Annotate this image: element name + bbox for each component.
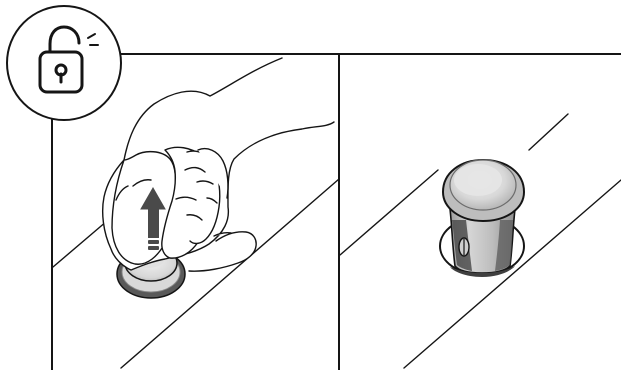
right-surface-lines <box>339 113 621 369</box>
unlock-icon <box>38 25 84 94</box>
unlock-ray-1 <box>87 33 96 39</box>
ring-finger <box>197 147 229 199</box>
arrow-bar-1 <box>148 240 159 244</box>
open-shackle <box>48 25 81 54</box>
base-ring-shadow <box>450 266 515 277</box>
unlock-ray-icon <box>87 33 99 46</box>
unlock-badge <box>6 5 122 121</box>
skin-detail-1 <box>115 185 129 201</box>
extended-knob-scene <box>439 158 526 277</box>
knob-top-highlight-right <box>454 164 502 196</box>
arrow-shaft <box>148 205 159 239</box>
arrow-gap-1 <box>147 238 160 240</box>
left-lower-surface-edge <box>120 178 340 369</box>
lock-body <box>38 50 84 94</box>
knob-shaft-shadow-right <box>495 220 513 271</box>
left-upper-surface-edge <box>52 220 108 268</box>
arrow-gap-2 <box>147 244 160 246</box>
finger-crease-3 <box>186 214 203 221</box>
hand-drawing <box>102 57 335 272</box>
pull-up-arrow-icon <box>140 186 166 250</box>
left-surface-lines <box>52 178 340 369</box>
right-upper-surface-edge-b <box>528 113 569 151</box>
right-upper-surface-edge-a <box>339 169 439 256</box>
panel-frame <box>51 53 621 370</box>
finger-crease-1 <box>132 179 152 187</box>
knuckle-line-3 <box>206 197 218 204</box>
finger-crease-2 <box>175 196 197 201</box>
right-lower-surface-edge <box>403 179 621 369</box>
knuckle-line-1 <box>184 166 206 173</box>
unlock-badge-circle <box>6 5 122 121</box>
hand-pull-scene <box>102 57 335 299</box>
pinky-finger <box>188 231 257 272</box>
knuckle-line-2 <box>196 180 214 185</box>
skin-detail-2 <box>213 231 232 237</box>
arrow-bar-2 <box>148 246 159 250</box>
